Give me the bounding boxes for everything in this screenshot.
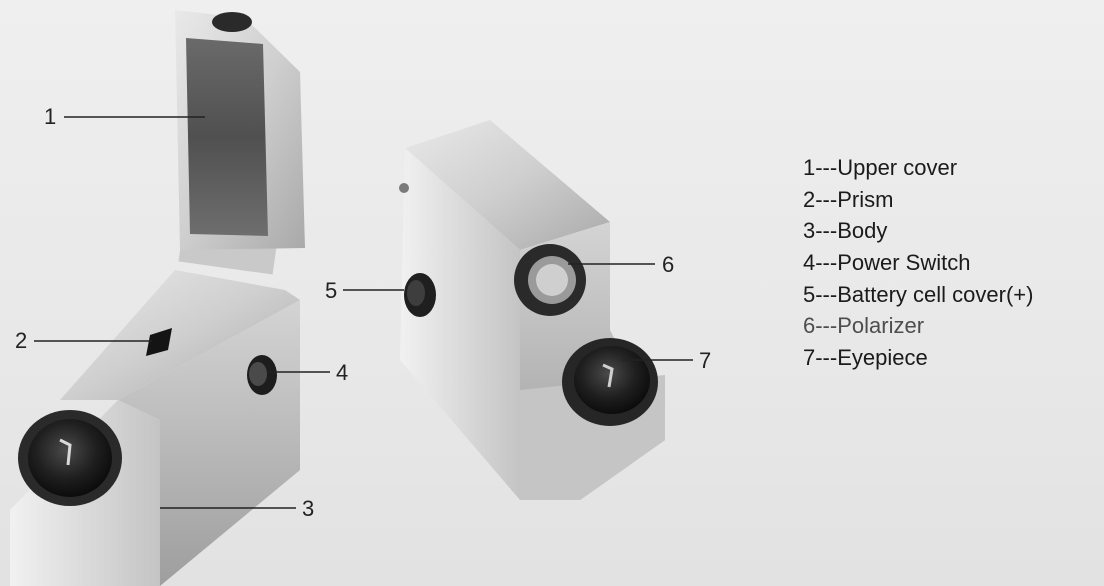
upper-cover-inner (186, 38, 268, 236)
right-left-face (400, 148, 520, 500)
callout-4: 4 (336, 360, 349, 385)
legend-item-body: 3---Body (803, 218, 888, 244)
leader-lines (34, 116, 693, 509)
parts-legend: 1---Upper cover 2---Prism 3---Body 4---P… (803, 152, 1033, 374)
prism-window (146, 328, 172, 356)
right-top-face (405, 120, 610, 250)
legend-item-upper-cover: 1---Upper cover (803, 155, 958, 180)
legend-item-battery-cover: 5---Battery cell cover(+) (803, 281, 1034, 307)
left-refractometer (10, 10, 305, 586)
callout-3: 3 (302, 496, 315, 521)
battery-cover-icon (404, 273, 436, 317)
callout-1: 1 (44, 104, 57, 129)
power-switch-icon (247, 355, 277, 395)
left-eyepiece-icon (18, 410, 122, 506)
right-refractometer (399, 120, 665, 500)
polarizer-icon (514, 244, 586, 316)
legend-item-eyepiece: 7---Eyepiece (803, 345, 928, 371)
left-body-top (60, 270, 300, 400)
callout-6: 6 (662, 252, 675, 277)
callout-7: 7 (699, 348, 712, 373)
legend-item-prism: 2---Prism (803, 186, 894, 212)
lid-knob-icon (212, 12, 252, 32)
right-eyepiece-icon (562, 338, 658, 426)
screw-icon (399, 183, 409, 193)
legend-item-polarizer: 6---Polarizer (803, 313, 925, 339)
callout-5: 5 (325, 278, 338, 303)
callout-2: 2 (15, 328, 28, 353)
legend-item-power-switch: 4---Power Switch (803, 250, 971, 276)
